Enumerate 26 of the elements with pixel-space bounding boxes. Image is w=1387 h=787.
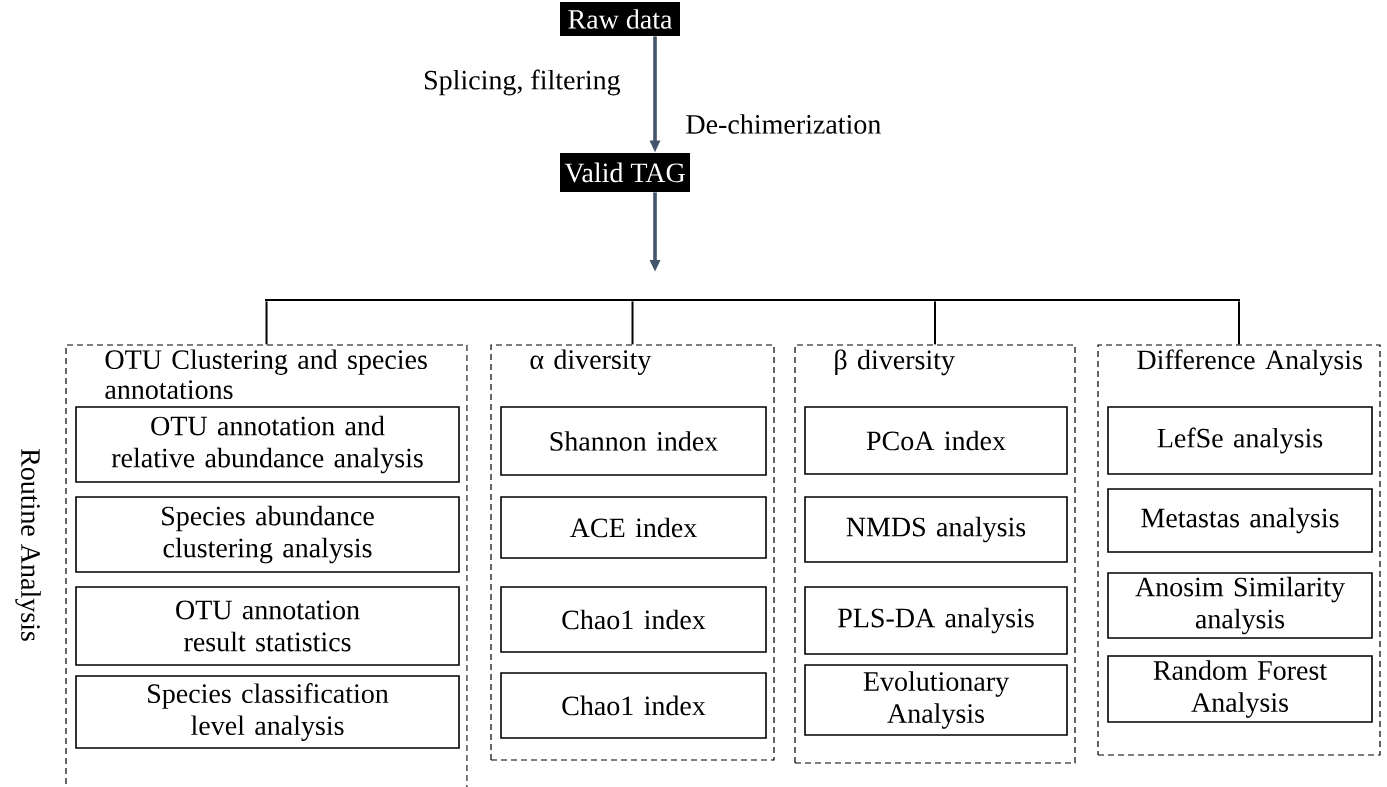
process-box: PLS-DA analysis: [804, 586, 1068, 655]
edge-label: Splicing, filtering: [424, 69, 621, 96]
process-box: Chao1 index: [500, 672, 767, 739]
process-box: Species classification level analysis: [75, 675, 460, 749]
bus-line: [265, 299, 1240, 301]
process-box: ACE index: [500, 496, 767, 559]
process-box: Species abundance clustering analysis: [75, 496, 460, 573]
process-box: Random Forest Analysis: [1107, 655, 1373, 723]
process-box: LefSe analysis: [1107, 406, 1373, 475]
connector-line: [934, 300, 936, 346]
connector-line: [631, 300, 634, 346]
process-box: Metastas analysis: [1107, 488, 1373, 553]
process-box: Valid TAG: [560, 153, 690, 192]
process-box: NMDS analysis: [804, 496, 1068, 563]
side-label: Routine Analysis: [15, 449, 41, 641]
process-box: Evolutionary Analysis: [804, 664, 1068, 736]
process-box: Raw data: [560, 2, 680, 36]
connector-line: [265, 300, 268, 346]
process-box: Chao1 index: [500, 586, 767, 653]
process-box: Anosim Similarity analysis: [1107, 572, 1373, 639]
process-box: OTU annotation and relative abundance analysis: [75, 406, 460, 483]
process-box: OTU annotation result statistics: [75, 586, 460, 666]
process-box: PCoA index: [804, 406, 1068, 475]
process-box: Shannon index: [500, 406, 767, 476]
connector-line: [1238, 300, 1240, 346]
step-label: De-chimerization: [683, 112, 884, 136]
